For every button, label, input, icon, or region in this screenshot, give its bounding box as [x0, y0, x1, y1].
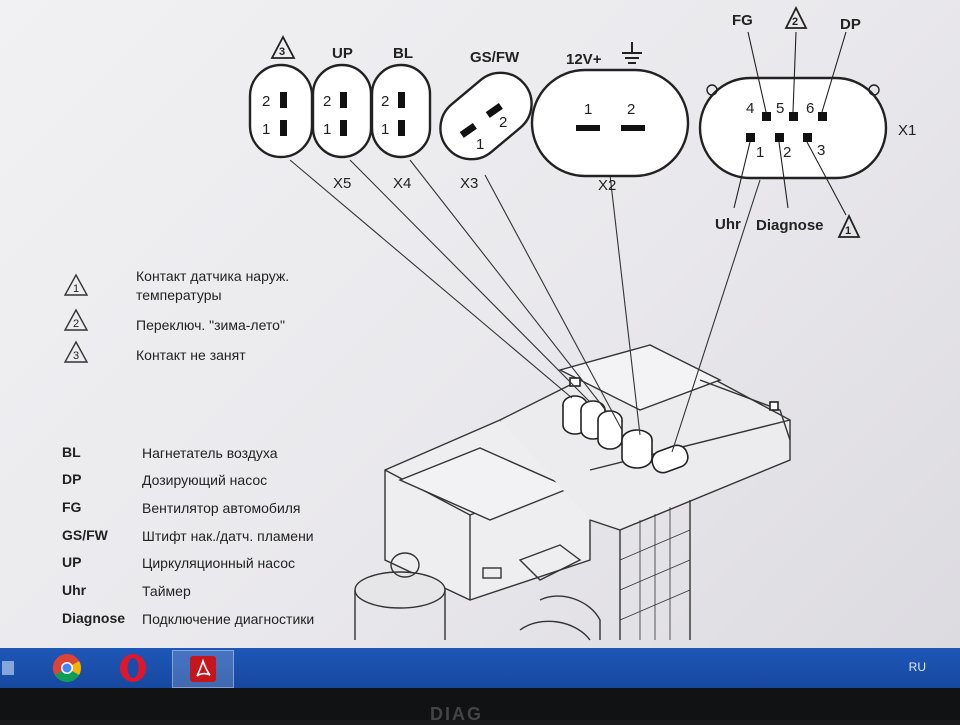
x1-pin-leaders	[733, 31, 847, 216]
note-number: 1	[73, 283, 79, 295]
connector-x4: 2 1 BL X4	[370, 45, 432, 192]
connector-label-gsfw: GS/FW	[470, 49, 520, 66]
note-text: температуры	[136, 287, 222, 303]
pin-label-uhr: Uhr	[715, 216, 741, 233]
pin-label-dp: DP	[840, 16, 861, 33]
legend-key: DP	[62, 471, 81, 487]
legend-list: BL Нагнетатель воздуха DP Дозирующий нас…	[62, 444, 314, 627]
taskbar-opera[interactable]	[110, 650, 156, 686]
connector-x3: 2 1 GS/FW X3	[439, 49, 533, 192]
note-text: Контакт датчика наруж.	[136, 268, 289, 284]
pin-label: 2	[323, 93, 331, 110]
connector-warn3: 2 1 3	[248, 35, 314, 159]
unit-sockets	[562, 377, 779, 474]
pin-label: 1	[756, 144, 764, 161]
note-text: Контакт не занят	[136, 347, 246, 363]
pin-label: 2	[499, 114, 507, 131]
legend-text: Штифт нак./датч. пламени	[142, 528, 314, 544]
monitor-brand-logo: DIAG	[430, 704, 483, 724]
legend-text: Подключение диагностики	[142, 611, 314, 627]
connector-x1: 4 5 6 1 2 3 X1 FG 2 DP Uhr Diagnose 1	[698, 5, 916, 238]
pin-label: 2	[381, 93, 389, 110]
taskbar-chrome[interactable]	[44, 650, 90, 686]
note-number: 3	[73, 350, 79, 362]
legend-key: GS/FW	[62, 527, 109, 543]
legend-key: FG	[62, 499, 82, 515]
taskbar-pdf-reader[interactable]	[172, 650, 234, 688]
connector-name-x2: X2	[598, 177, 616, 194]
connector-label-bl: BL	[393, 45, 413, 62]
legend-key: Uhr	[62, 582, 87, 598]
warning-triangle-icon	[784, 5, 808, 29]
connector-name-x1: X1	[898, 122, 916, 139]
connector-name-x5: X5	[333, 175, 351, 192]
notes-list: 1 Контакт датчика наруж. температуры 2 П…	[63, 268, 289, 363]
note-number: 2	[73, 318, 79, 330]
pin-label: 1	[323, 121, 331, 138]
pin-label-fg: FG	[732, 12, 753, 29]
pin-label: 2	[783, 144, 791, 161]
legend-text: Вентилятор автомобиля	[142, 500, 301, 516]
pin-label: 1	[476, 136, 484, 153]
document-viewer: 2 1 3 2 1 UP X5 2 1 BL X4 2 1 GS/FW X3 1	[0, 0, 960, 648]
pin-label: 1	[381, 121, 389, 138]
pin-label: 1	[262, 121, 270, 138]
warning-triangle-icon	[63, 273, 89, 296]
heater-unit-drawing	[354, 344, 791, 641]
legend-key: UP	[62, 554, 81, 570]
opera-icon	[120, 654, 146, 682]
windows-logo-icon	[2, 661, 14, 675]
warning-triangle-icon	[270, 35, 296, 59]
pin-label-diagnose: Diagnose	[756, 217, 824, 234]
legend-key: BL	[62, 444, 81, 460]
warning-triangle-icon	[837, 213, 861, 238]
monitor-bezel	[0, 688, 960, 720]
warning-number: 1	[845, 225, 851, 237]
warning-number: 2	[792, 16, 798, 28]
connector-name-x4: X4	[393, 175, 411, 192]
warning-number: 3	[279, 46, 285, 58]
language-indicator[interactable]: RU	[908, 660, 926, 674]
legend-text: Нагнетатель воздуха	[142, 445, 278, 461]
warning-triangle-icon	[63, 308, 89, 331]
pin-label: 1	[584, 101, 592, 118]
legend-text: Дозирующий насос	[142, 472, 267, 488]
connector-x2: 1 2 12V+ X2	[530, 42, 690, 194]
pin-label: 2	[627, 101, 635, 118]
connector-label-12v: 12V+	[566, 51, 602, 68]
chrome-icon	[53, 654, 81, 682]
pdf-reader-icon	[190, 656, 216, 682]
pin-label: 6	[806, 100, 814, 117]
pin-label: 4	[746, 100, 754, 117]
legend-text: Циркуляционный насос	[142, 555, 295, 571]
connector-label-up: UP	[332, 45, 353, 62]
connector-name-x3: X3	[460, 175, 478, 192]
pin-label: 2	[262, 93, 270, 110]
legend-text: Таймер	[142, 583, 191, 599]
ground-icon	[622, 42, 642, 64]
legend-key: Diagnose	[62, 610, 125, 626]
pin-label: 5	[776, 100, 784, 117]
connector-x5: 2 1 UP X5	[311, 45, 373, 192]
taskbar: RU	[0, 648, 960, 688]
start-button[interactable]	[0, 650, 18, 686]
note-text: Переключ. "зима-лето"	[136, 317, 285, 333]
wiring-diagram: 2 1 3 2 1 UP X5 2 1 BL X4 2 1 GS/FW X3 1	[62, 5, 916, 641]
pin-label: 3	[817, 142, 825, 159]
warning-triangle-icon	[63, 340, 89, 363]
connector-leader-lines	[289, 159, 761, 453]
